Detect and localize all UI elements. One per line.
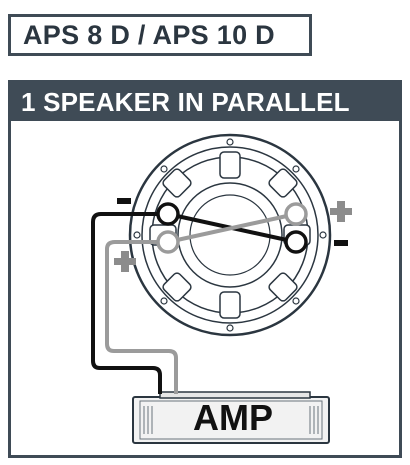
model-title-box: APS 8 D / APS 10 D <box>8 14 312 56</box>
amplifier-icon <box>132 391 330 444</box>
negative-wire <box>91 212 168 394</box>
minus-sign-icon <box>117 198 131 204</box>
positive-jumper <box>167 212 297 244</box>
speaker-icon <box>128 133 332 337</box>
panel-title: 1 SPEAKER IN PARALLEL <box>21 86 350 117</box>
model-title: APS 8 D / APS 10 D <box>23 19 275 50</box>
terminal-bottom-right <box>284 230 308 254</box>
plus-sign-icon <box>330 201 352 222</box>
positive-wire <box>105 240 178 394</box>
minus-sign-icon <box>334 240 348 246</box>
amp-label: AMP <box>193 397 273 438</box>
panel-header: 1 SPEAKER IN PARALLEL <box>11 83 399 121</box>
terminal-top-right <box>284 202 308 226</box>
terminal-bottom-left <box>156 230 180 254</box>
terminal-top-left <box>156 202 180 226</box>
plus-sign-icon <box>114 251 136 272</box>
